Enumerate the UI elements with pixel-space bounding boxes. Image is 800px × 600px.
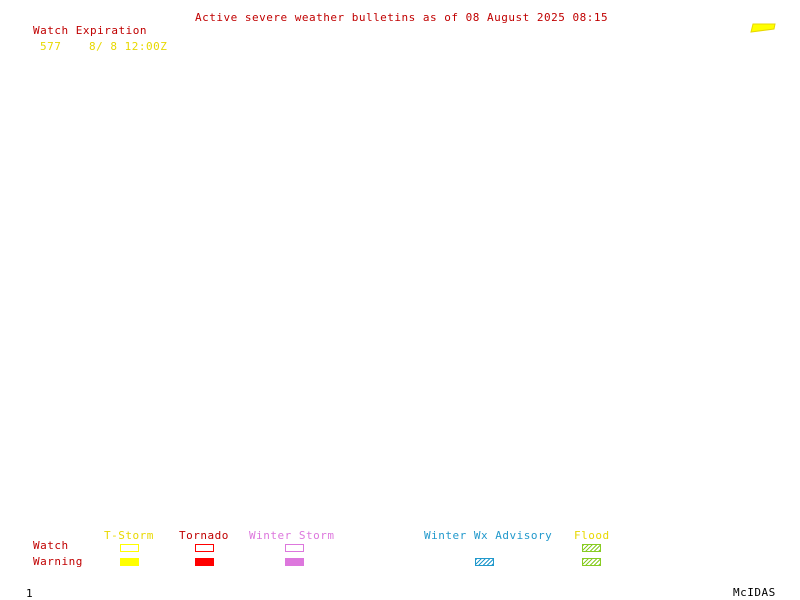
legend-row-warning: Warning [33,555,83,568]
swatch-flood-warning [582,558,601,566]
legend-label-winter-wx-advisory: Winter Wx Advisory [424,529,553,542]
swatch-tstorm-warning [120,558,139,566]
legend-label-tornado: Tornado [179,529,229,542]
legend-label-tstorm: T-Storm [104,529,154,542]
mcidas-brand: McIDAS [733,586,776,599]
watch-expiration-heading: Watch Expiration [33,24,147,37]
swatch-tornado-warning [195,558,214,566]
swatch-flood-watch [582,544,601,552]
watch-entry-expiration: 8/ 8 12:00Z [89,40,168,53]
swatch-winter-storm-watch [285,544,304,552]
frame-number: 1 [26,587,34,600]
legend-row-watch: Watch [33,539,69,552]
swatch-tstorm-watch [120,544,139,552]
swatch-winter-storm-warning [285,558,304,566]
watch-area-polygon [750,23,776,33]
watch-entry-id: 577 [40,40,62,53]
legend-label-flood: Flood [574,529,610,542]
legend-label-winter-storm: Winter Storm [249,529,335,542]
swatch-tornado-watch [195,544,214,552]
swatch-winter-wx-advisory-warning [475,558,494,566]
bulletin-title: Active severe weather bulletins as of 08… [195,11,609,24]
